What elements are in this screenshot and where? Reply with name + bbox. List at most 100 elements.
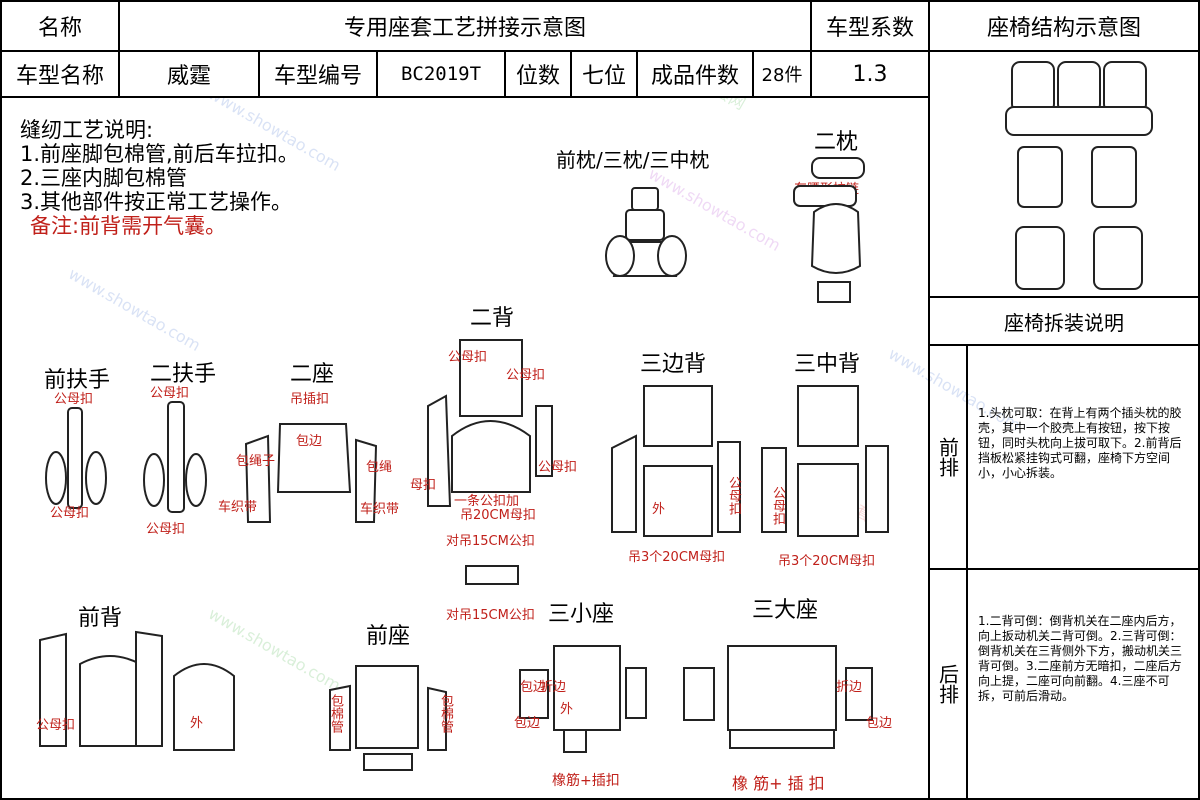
- seat-piece: [683, 667, 715, 721]
- third-side-back-title: 三边背: [640, 352, 707, 377]
- back-piece: [173, 663, 235, 751]
- note-hang20: 吊20CM母扣: [460, 508, 536, 523]
- second-back-title: 二背: [470, 306, 515, 331]
- seat-piece: [625, 667, 647, 719]
- pieces-value: 28件: [752, 50, 812, 98]
- pieces-label: 成品件数: [636, 50, 754, 98]
- note-edge: 包边: [514, 716, 541, 731]
- rear-row-text: 1.二背可倒：倒背机关在二座内后方，向上扳动机关二背可倒。2.三背可倒：倒背机关…: [978, 614, 1183, 703]
- back-piece: [643, 385, 713, 447]
- back-piece: [761, 447, 787, 533]
- model-code-label: 车型编号: [258, 50, 378, 98]
- third-mid-back-title: 三中背: [794, 352, 861, 377]
- rear-bench-icon: [1005, 61, 1153, 136]
- pillow-piece: [631, 187, 659, 211]
- note-mf-buckle: 公母扣: [538, 460, 578, 475]
- back-small-piece: [465, 565, 519, 585]
- front-seat-title: 前座: [366, 624, 411, 649]
- note-fold: 折边: [540, 680, 567, 695]
- seat-piece: [519, 669, 549, 719]
- coef-label: 车型系数: [810, 0, 930, 52]
- seat-piece: [553, 645, 621, 731]
- note-edge: 包边: [296, 434, 323, 449]
- structure-panel: [928, 50, 1200, 298]
- second-seat-title: 二座: [290, 362, 335, 387]
- armrest-piece: [185, 453, 207, 507]
- back-piece: [79, 655, 141, 747]
- note-fold: 折边: [836, 680, 863, 695]
- pillow-piece: [605, 235, 635, 277]
- note-cotton: 包棉管: [438, 694, 453, 733]
- third-small-seat-title: 三小座: [548, 602, 615, 627]
- note-mf-buckle: 公母扣: [54, 392, 94, 407]
- front-row-text: 1.头枕可取：在背上有两个插头枕的胶壳，其中一个胶壳上有按钮，按下按钮，同时头枕…: [978, 406, 1182, 480]
- note-hang15: 对吊15CM公扣: [446, 608, 535, 623]
- pillow-piece: [810, 203, 862, 274]
- note-mf-buckle: 公母扣: [146, 522, 186, 537]
- process-title: 缝纫工艺说明:: [20, 118, 154, 142]
- note-mf-buckle: 公母扣: [36, 718, 76, 733]
- process-line-2: 2.三座内脚包棉管: [20, 166, 188, 190]
- note-one-buckle: 一条公扣加: [454, 494, 520, 509]
- seat-piece: [355, 438, 378, 523]
- seat-piece: [727, 645, 837, 731]
- seat-piece: [363, 753, 413, 771]
- doc-title: 专用座套工艺拼接示意图: [118, 0, 812, 52]
- pillow-piece: [625, 209, 665, 241]
- pattern-pieces: [39, 157, 889, 771]
- front-seat-icons: [1015, 146, 1143, 290]
- back-piece: [451, 420, 531, 493]
- pillow-piece: [793, 185, 857, 207]
- coef-value: 1.3: [810, 50, 930, 98]
- front-row-label: 前排: [930, 346, 968, 568]
- back-piece: [865, 445, 889, 533]
- armrest-piece: [85, 451, 107, 505]
- note-strap: 车织带: [218, 500, 258, 515]
- name-label: 名称: [0, 0, 120, 52]
- note-mf-buckle: 公母扣: [506, 368, 546, 383]
- back-piece: [611, 434, 637, 533]
- note-outer: 外: [190, 716, 204, 731]
- back-piece: [459, 339, 523, 417]
- disassembly-title: 座椅拆装说明: [928, 296, 1200, 346]
- note-cotton: 包棉管: [328, 694, 343, 733]
- process-remark: 备注:前背需开气囊。: [30, 214, 227, 238]
- seats-value: 七位: [570, 50, 638, 98]
- note-outer: 外: [560, 702, 574, 717]
- pillow-piece: [657, 235, 687, 277]
- note-edge: 包边: [866, 716, 893, 731]
- pillow-piece: [817, 281, 851, 303]
- note-rope: 包绳子: [236, 454, 276, 469]
- back-piece: [797, 463, 859, 537]
- note-hang-buckle: 吊插扣: [290, 392, 330, 407]
- armrest-piece: [143, 453, 165, 507]
- note-hang3: 吊3个20CM母扣: [628, 550, 726, 565]
- back-piece: [717, 441, 741, 533]
- rear-row-label: 后排: [930, 570, 968, 798]
- front-row-box: 前排 1.头枕可取：在背上有两个插头枕的胶壳，其中一个胶壳上有按钮，按下按钮，同…: [928, 344, 1200, 570]
- note-strap: 车织带: [360, 502, 400, 517]
- note-hang15: 对吊15CM公扣: [446, 534, 535, 549]
- third-big-seat-title: 三大座: [752, 598, 819, 623]
- back-piece: [535, 405, 553, 477]
- front-armrest-title: 前扶手: [44, 368, 111, 393]
- model-code: BC2019T: [376, 50, 506, 98]
- seat-piece: [276, 423, 352, 493]
- back-piece: [135, 630, 163, 747]
- rear-row-box: 后排 1.二背可倒：倒背机关在二座内后方，向上扳动机关二背可倒。2.三背可倒：倒…: [928, 568, 1200, 800]
- note-rubber: 橡 筋+ 插 扣: [732, 774, 825, 793]
- note-mf-vertical: 公母扣: [770, 486, 785, 525]
- model-name-label: 车型名称: [0, 50, 120, 98]
- note-mf-vertical: 公母扣: [726, 476, 741, 515]
- back-piece: [427, 394, 452, 507]
- armrest-piece: [45, 451, 67, 505]
- second-armrest-title: 二扶手: [150, 362, 217, 387]
- seat-piece: [729, 729, 835, 749]
- second-pillow-title: 二枕: [814, 130, 859, 155]
- back-piece: [797, 385, 859, 447]
- pillow-piece: [811, 157, 865, 179]
- process-line-1: 1.前座脚包棉管,前后车拉扣。: [20, 142, 299, 166]
- note-mf-buckle: 公母扣: [50, 506, 90, 521]
- seat-piece: [329, 684, 351, 751]
- armrest-piece: [167, 401, 185, 513]
